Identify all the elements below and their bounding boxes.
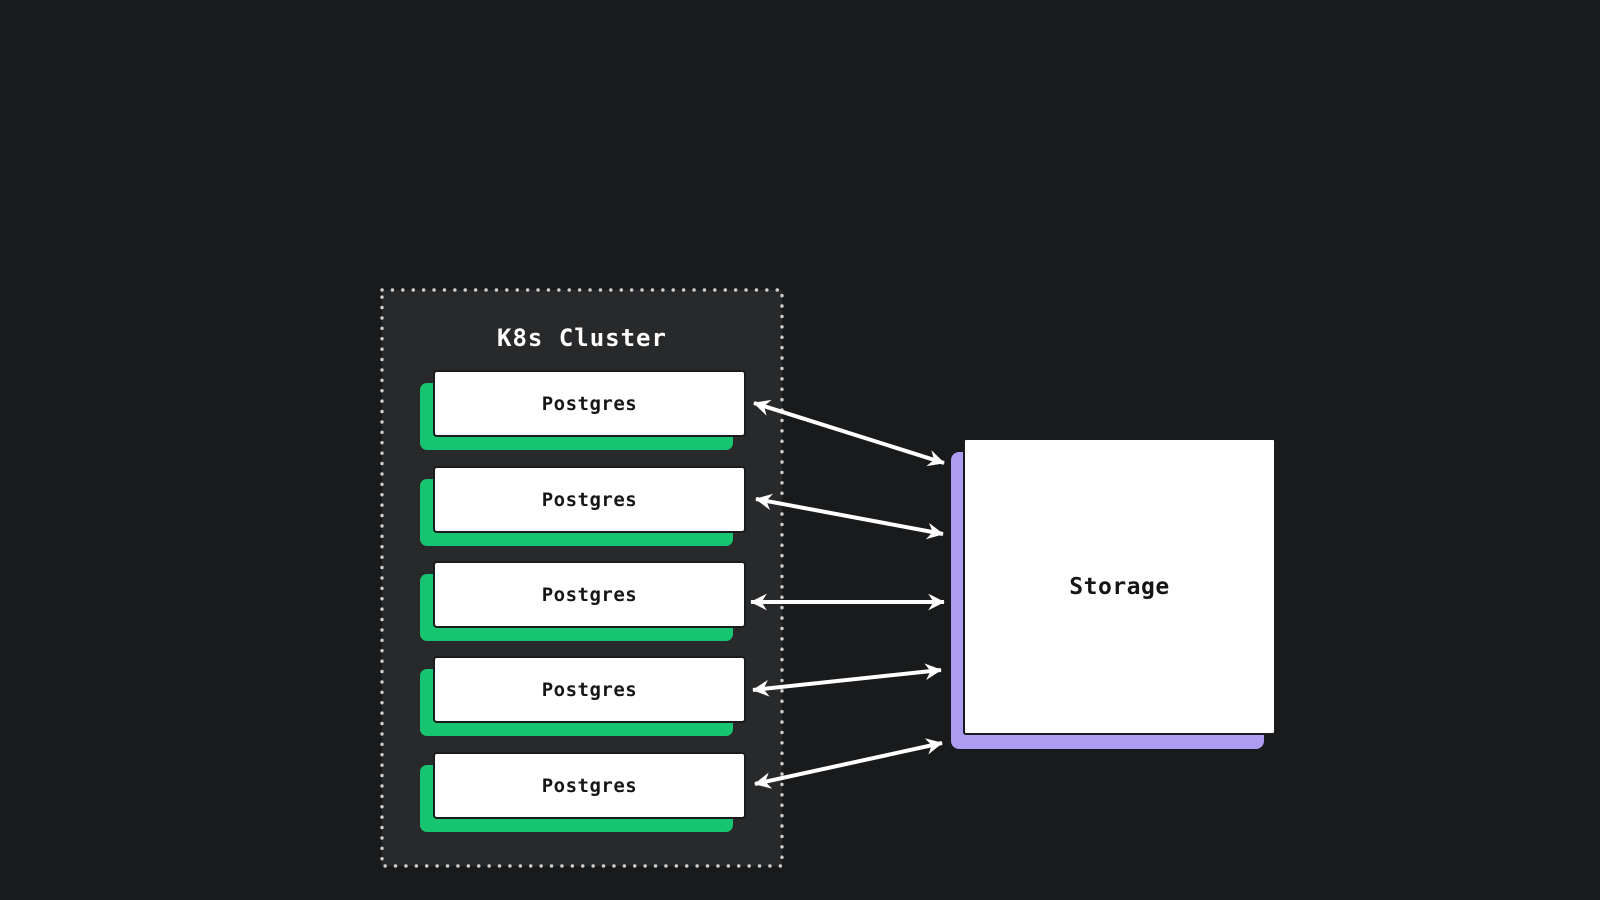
storage-node: Storage [951,438,1276,749]
postgres-node-5-label: Postgres [541,774,638,797]
postgres-node-3-label: Postgres [541,583,638,606]
arrow-postgres-1-storage [753,399,945,467]
postgres-node-3-box: Postgres [433,561,746,628]
postgres-node-2-box: Postgres [433,466,746,533]
postgres-node-1-box: Postgres [433,370,746,437]
k8s-cluster-title: K8s Cluster [497,324,667,352]
postgres-node-4: Postgres [420,656,746,736]
postgres-node-5: Postgres [420,752,746,832]
postgres-node-5-box: Postgres [433,752,746,819]
postgres-node-3: Postgres [420,561,746,641]
arrow-postgres-5-storage [754,738,943,789]
arrow-postgres-2-storage [755,493,944,540]
storage-node-box: Storage [963,438,1276,735]
postgres-node-4-label: Postgres [541,678,638,701]
storage-node-label: Storage [1069,573,1170,600]
postgres-node-2: Postgres [420,466,746,546]
postgres-node-1: Postgres [420,370,746,450]
postgres-node-2-label: Postgres [541,488,638,511]
postgres-node-1-label: Postgres [541,392,638,415]
postgres-node-4-box: Postgres [433,656,746,723]
